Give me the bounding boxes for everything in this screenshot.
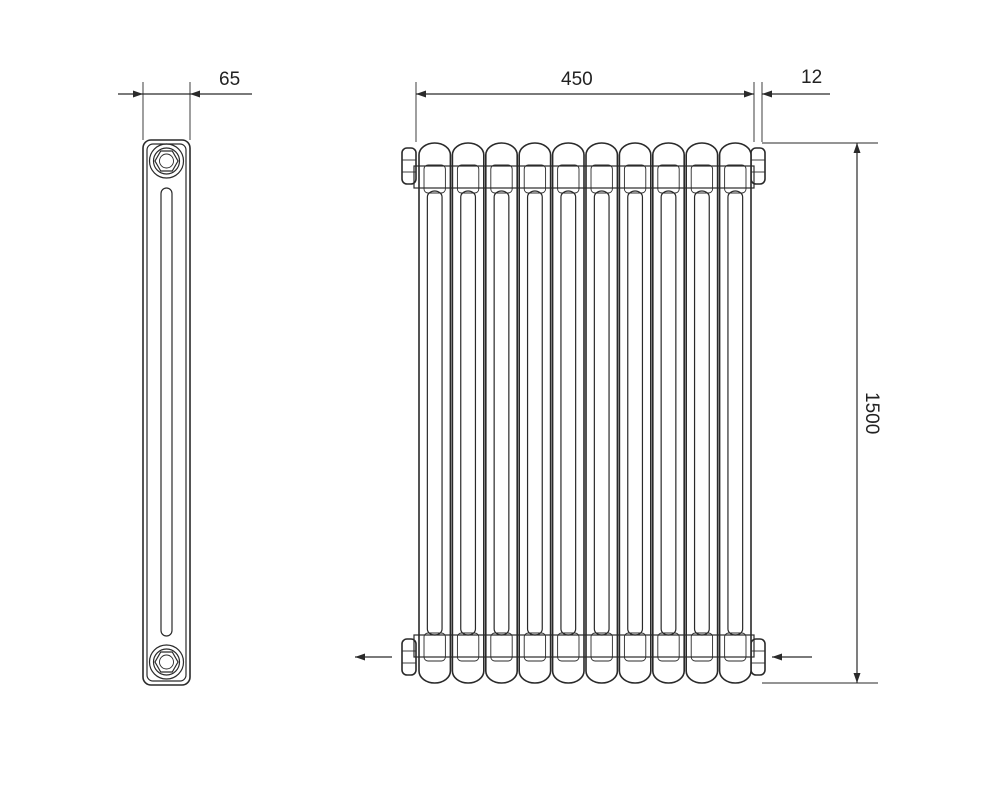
radiator-column bbox=[451, 142, 485, 684]
front-left-top-plug bbox=[401, 147, 417, 185]
front-left-bottom-plug bbox=[401, 638, 417, 676]
radiator-column bbox=[518, 142, 552, 684]
height-label: 1500 bbox=[861, 392, 882, 434]
side-bottom-connector bbox=[148, 644, 185, 680]
side-view: 65 bbox=[118, 69, 252, 686]
radiator-column bbox=[718, 142, 752, 684]
width-label: 450 bbox=[561, 69, 593, 90]
radiator-column bbox=[484, 142, 518, 684]
depth-label: 65 bbox=[219, 69, 240, 90]
radiator-columns bbox=[418, 142, 752, 684]
front-view: 450 12 1500 bbox=[355, 67, 882, 684]
side-slot bbox=[160, 187, 173, 637]
radiator-column bbox=[618, 142, 652, 684]
offset-label: 12 bbox=[801, 67, 822, 88]
radiator-column bbox=[585, 142, 619, 684]
top-header bbox=[413, 165, 755, 189]
radiator-column bbox=[418, 142, 452, 684]
bottom-header bbox=[413, 634, 755, 658]
radiator-column bbox=[651, 142, 685, 684]
radiator-column bbox=[551, 142, 585, 684]
side-body bbox=[142, 139, 191, 686]
side-top-connector bbox=[148, 143, 185, 179]
radiator-column bbox=[685, 142, 719, 684]
